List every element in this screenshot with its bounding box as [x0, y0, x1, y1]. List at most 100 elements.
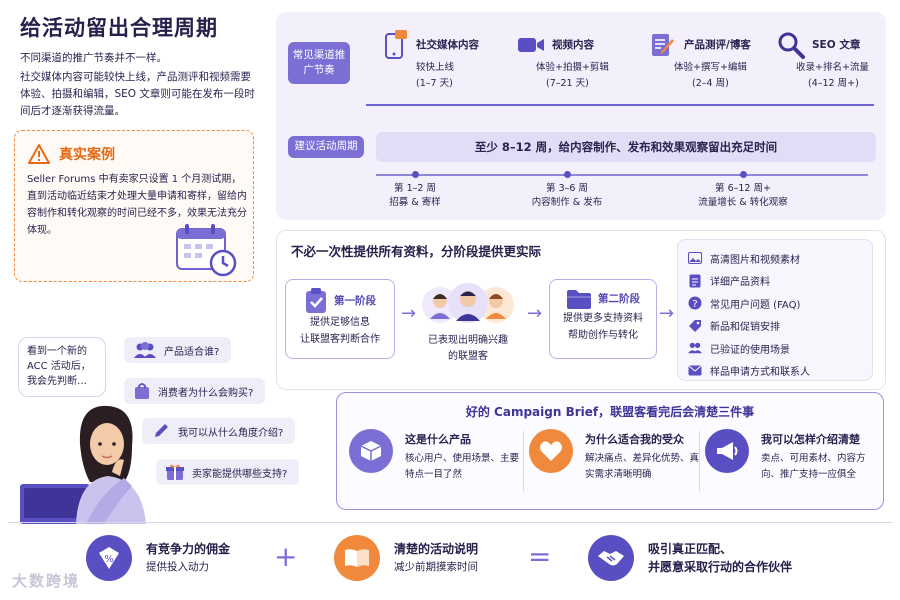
svg-text:?: ?	[692, 299, 697, 310]
channel-timeline-panel: 常见渠道推广节奏 社交媒体内容 较快上线 (1–7 天) 视频内容 体验+拍摄+…	[276, 12, 886, 220]
question-angle: 我可以从什么角度介绍?	[142, 418, 296, 444]
channel-video-desc: 体验+拍摄+剪辑	[536, 62, 609, 73]
book-icon	[334, 535, 380, 581]
people-group-icon	[422, 283, 514, 323]
bottom-title: 吸引真正匹配、	[648, 542, 733, 556]
question-text: 产品适合谁?	[164, 346, 220, 358]
case-title: 真实案例	[59, 147, 115, 163]
arrow-right-icon: →	[401, 303, 417, 324]
divider	[523, 431, 524, 491]
phase-3: 第 6–12 周+ 流量增长 & 转化观察	[688, 171, 798, 210]
channel-video-time: (7–21 天)	[546, 78, 589, 89]
megaphone-icon	[705, 429, 749, 473]
phase-dot	[411, 171, 419, 178]
material-label: 详细产品资料	[710, 277, 770, 289]
divider	[699, 431, 700, 491]
image-icon	[688, 251, 702, 265]
intro-text: 不同渠道的推广节奏并不一样。 社交媒体内容可能较快上线，产品测评和视频需要体验、…	[20, 50, 260, 122]
material-item: 新品和促销安排	[688, 315, 862, 338]
channel-video: 视频内容 体验+拍摄+剪辑 (7–21 天)	[516, 30, 626, 92]
bottom-title: 有竞争力的佣金	[146, 542, 231, 556]
channel-social-desc: 较快上线	[416, 62, 455, 73]
plus-icon: +	[274, 540, 298, 573]
channel-seo-name: SEO 文章	[812, 39, 861, 51]
material-label: 已验证的使用场景	[710, 344, 790, 356]
phase-dot	[739, 171, 747, 178]
box-icon	[349, 429, 393, 473]
arrow-right-icon: →	[659, 303, 675, 324]
document-icon	[688, 274, 702, 288]
suggest-cycle-tag: 建议活动周期	[288, 136, 364, 158]
thought-bubble: 看到一个新的 ACC 活动后，我会先判断…	[18, 337, 106, 397]
stage-one-label: 第一阶段	[334, 294, 376, 307]
brief-item-desc: 核心用户、使用场景、主要特点一目了然	[405, 453, 520, 480]
pencil-icon	[155, 424, 168, 437]
phase-1: 第 1–2 周 招募 & 寄样	[380, 171, 450, 210]
phase-3-what: 流量增长 & 转化观察	[698, 197, 788, 208]
interested-desc-2: 的联盟客	[448, 351, 488, 362]
bottom-partners: 吸引真正匹配、并愿意采取行动的合作伙伴	[588, 530, 792, 586]
stage-two-card: 第二阶段 提供更多支持资料 帮助创作与转化	[549, 279, 657, 359]
brief-item-product: 这是什么产品 核心用户、使用场景、主要特点一目了然	[349, 429, 519, 499]
phase-2: 第 3–6 周 内容制作 & 发布	[522, 171, 612, 210]
phase-2-what: 内容制作 & 发布	[531, 197, 603, 208]
phase-dot	[563, 171, 571, 178]
case-header: 真实案例	[27, 143, 115, 165]
folder-icon	[567, 290, 591, 309]
material-label: 常见用户问题 (FAQ)	[710, 299, 801, 311]
question-text: 消费者为什么会购买?	[158, 387, 254, 399]
case-body: Seller Forums 中有卖家只设置 1 个月测试期，直到活动临近结束才处…	[27, 174, 247, 236]
brief-title: 好的 Campaign Brief，联盟客看完后会清楚三件事	[465, 405, 755, 419]
mail-icon	[688, 364, 702, 378]
handshake-icon	[588, 535, 634, 581]
interested-affiliates: 已表现出明确兴趣 的联盟客	[415, 283, 521, 365]
question-support: 卖家能提供哪些支持?	[156, 459, 300, 485]
question-text: 我可以从什么角度介绍?	[178, 427, 284, 439]
bottom-desc: 减少前期摸索时间	[394, 561, 478, 573]
bottom-desc: 提供投入动力	[146, 561, 209, 573]
stage-one-desc-2: 让联盟客判断合作	[300, 334, 380, 345]
question-icon: ?	[688, 296, 702, 310]
video-camera-icon	[516, 30, 546, 60]
case-card: 真实案例 Seller Forums 中有卖家只设置 1 个月测试期，直到活动临…	[14, 130, 254, 282]
watermark-logo: 大数跨境	[12, 572, 81, 590]
stage-two-desc-1: 提供更多支持资料	[563, 313, 643, 324]
phase-1-when: 第 1–2 周	[394, 183, 436, 194]
channel-review-time: (2–4 周)	[692, 78, 729, 89]
calendar-clock-icon	[176, 224, 237, 277]
material-label: 样品申请方式和联系人	[710, 367, 810, 379]
stage-one-card: 第一阶段 提供足够信息 让联盟客判断合作	[285, 279, 395, 359]
channel-seo: SEO 文章 收录+排名+流量 (4–12 周+)	[776, 30, 882, 92]
materials-list: 高清图片和视频素材 详细产品资料 ? 常见用户问题 (FAQ) 新品和促销安排 已…	[677, 239, 873, 381]
phase-3-when: 第 6–12 周+	[715, 183, 771, 194]
question-audience: 产品适合谁?	[124, 337, 232, 363]
bag-icon	[135, 383, 149, 399]
stage-two-label: 第二阶段	[598, 292, 640, 305]
campaign-brief-panel: 好的 Campaign Brief，联盟客看完后会清楚三件事 这是什么产品 核心…	[336, 392, 884, 510]
channel-review-name: 产品测评/博客	[684, 39, 751, 51]
clipboard-check-icon	[306, 288, 326, 313]
material-item: ? 常见用户问题 (FAQ)	[688, 292, 862, 315]
brief-item-introduce: 我可以怎样介绍清楚 卖点、可用素材、内容方向、推广支持一应俱全	[705, 429, 875, 499]
intro-line-2: 社交媒体内容可能较快上线，产品测评和视频需要体验、拍摄和编辑，SEO 文章则可能…	[20, 71, 255, 117]
heart-icon	[529, 429, 573, 473]
question-text: 卖家能提供哪些支持?	[192, 468, 288, 480]
svg-text:%: %	[104, 554, 114, 565]
page-title: 给活动留出合理周期	[20, 16, 218, 40]
brief-item-audience: 为什么适合我的受众 解决痛点、差异化优势、真实需求清晰明确	[529, 429, 699, 499]
channel-review-desc: 体验+撰写+编辑	[674, 62, 747, 73]
interested-desc-1: 已表现出明确兴趣	[428, 335, 508, 346]
material-item: 高清图片和视频素材	[688, 247, 862, 270]
bottom-title: 清楚的活动说明	[394, 542, 479, 556]
channel-review: 产品测评/博客 体验+撰写+编辑 (2–4 周)	[648, 30, 778, 92]
channel-seo-time: (4–12 周+)	[808, 78, 859, 89]
edit-doc-icon	[648, 30, 678, 60]
brief-item-desc: 解决痛点、差异化优势、真实需求清晰明确	[585, 453, 700, 480]
channel-timeline-line	[366, 104, 874, 106]
channel-social-time: (1–7 天)	[416, 78, 453, 89]
stage-two-desc-2: 帮助创作与转化	[568, 330, 638, 341]
channel-video-name: 视频内容	[552, 39, 594, 51]
phase-2-when: 第 3–6 周	[546, 183, 588, 194]
bottom-commission: % 有竞争力的佣金提供投入动力	[86, 530, 230, 586]
bottom-title-2: 并愿意采取行动的合作伙伴	[648, 560, 793, 574]
